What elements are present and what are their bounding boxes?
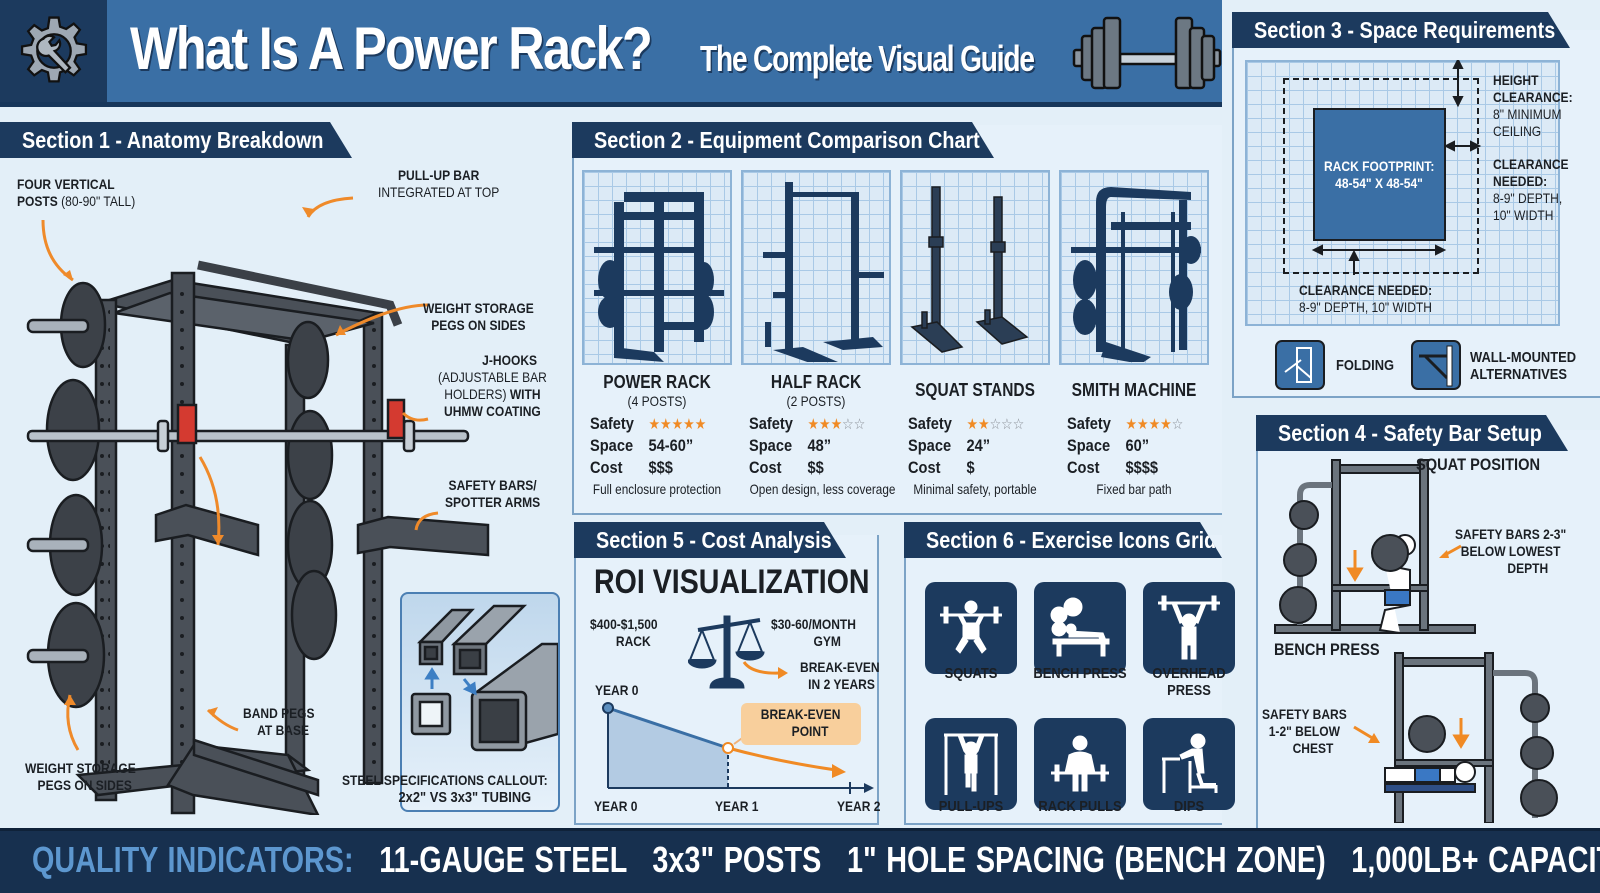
- dimension-arrows: [1311, 60, 1482, 275]
- power-rack-illustration: [26, 196, 490, 815]
- power-rack-card: [582, 170, 732, 365]
- wall-mounted-icon: [1411, 340, 1461, 390]
- squat-stands-icon: [910, 186, 1029, 353]
- label-vertical-posts: FOUR VERTICAL POSTS (80-90" TALL): [17, 176, 136, 209]
- label-weight-storage-bottom: WEIGHT STORAGE PEGS ON SIDES: [25, 760, 136, 793]
- bench-press-icon: [1034, 582, 1126, 674]
- power-rack-icon: [594, 192, 724, 362]
- quality-item: 11-GAUGE STEEL: [379, 839, 627, 880]
- folding-icon: [1275, 340, 1325, 390]
- half-rack-card: [741, 170, 891, 365]
- bench-press-title: BENCH PRESS: [1274, 640, 1380, 659]
- label-band-pegs: BAND PEGS AT BASE: [243, 705, 315, 738]
- overhead-press-icon: [1143, 582, 1235, 674]
- exercise-label-squats: SQUATS: [944, 665, 998, 682]
- squat-safety-illustration: [1274, 459, 1476, 634]
- clearance-boundary: [1283, 78, 1479, 274]
- exercise-label-pull-ups: PULL-UPS: [938, 798, 1004, 815]
- label-pull-up-bar: PULL-UP BAR INTEGRATED AT TOP: [378, 167, 500, 200]
- quality-item: 1" HOLE SPACING (BENCH ZONE): [846, 839, 1326, 880]
- roi-chart: [602, 702, 874, 794]
- exercise-label-bench-press: BENCH PRESS: [1033, 665, 1127, 682]
- y-axis-label: YEAR 0: [595, 682, 639, 698]
- equipment-posts: (2 POSTS): [786, 393, 846, 409]
- logo: [0, 0, 107, 102]
- squat-arrow-icon: [1439, 544, 1462, 558]
- x-tick-year-0: YEAR 0: [594, 798, 638, 814]
- equipment-name: SQUAT STANDS: [915, 380, 1035, 400]
- smith-machine-icon: [1071, 187, 1201, 364]
- folding-label: FOLDING: [1336, 357, 1395, 374]
- rack-cost-label: $400-$1,500 RACK: [590, 616, 658, 649]
- section-5-title: Section 5 - Cost Analysis: [574, 522, 846, 558]
- dips-icon: [1143, 718, 1235, 810]
- exercise-label-overhead-press: OVERHEAD PRESS: [1152, 665, 1226, 699]
- section-2-title: Section 2 - Equipment Comparison Chart: [572, 122, 994, 158]
- equipment-posts: (4 POSTS): [627, 393, 687, 409]
- roi-heading: ROI VISUALIZATION: [594, 563, 870, 601]
- side-clearance-label: CLEARANCE NEEDED: 8-9" DEPTH, 10" WIDTH: [1493, 156, 1569, 223]
- label-safety-bars: SAFETY BARS/ SPOTTER ARMS: [445, 477, 541, 510]
- breakeven-years-label: BREAK-EVEN IN 2 YEARS: [800, 659, 880, 692]
- section-3-title: Section 3 - Space Requirements: [1232, 12, 1570, 48]
- label-j-hooks: J-HOOKS (ADJUSTABLE BAR HOLDERS) WITH UH…: [438, 352, 547, 419]
- squat-position-title: SQUAT POSITION: [1416, 455, 1541, 474]
- equipment-name: HALF RACK: [770, 372, 862, 392]
- section-4-title: Section 4 - Safety Bar Setup: [1256, 415, 1568, 451]
- header-banner: What Is A Power Rack? The Complete Visua…: [0, 0, 1222, 107]
- scale-balance-icon: [688, 615, 765, 689]
- breakeven-point-badge: BREAK-EVEN POINT: [741, 703, 861, 745]
- gear-wrench-icon: [20, 16, 87, 83]
- rack-pull-icon: [1034, 718, 1126, 810]
- gym-cost-label: $30-60/MONTH GYM: [771, 616, 856, 649]
- steel-specifications-callout: [400, 592, 560, 812]
- bench-safety-note: SAFETY BARS 1-2" BELOW CHEST: [1262, 706, 1347, 756]
- quality-item: 1,000LB+ CAPACITY: [1351, 839, 1600, 880]
- height-clearance-label: HEIGHT CLEARANCE: 8" MINIMUM CEILING: [1493, 72, 1573, 139]
- x-tick-year-2: YEAR 2: [837, 798, 881, 814]
- squat-safety-note: SAFETY BARS 2-3" BELOW LOWEST DEPTH: [1455, 526, 1567, 576]
- safety-rating-stars: ★★★★★: [648, 416, 707, 433]
- rack-footprint-box: RACK FOOTPRINT: 48-54" X 48-54": [1313, 108, 1446, 241]
- page-subtitle: The Complete Visual Guide: [700, 38, 1035, 79]
- exercise-label-rack-pulls: RACK PULLS: [1038, 798, 1122, 815]
- label-weight-storage-top: WEIGHT STORAGE PEGS ON SIDES: [423, 300, 534, 333]
- half-rack-icon: [763, 182, 884, 364]
- page-title: What Is A Power Rack?: [130, 15, 653, 82]
- equipment-name: POWER RACK: [603, 372, 711, 392]
- wall-mounted-label: WALL-MOUNTED ALTERNATIVES: [1470, 349, 1577, 383]
- exercise-label-dips: DIPS: [1173, 798, 1205, 815]
- steel-callout-text: STEEL SPECIFICATIONS CALLOUT: 2x2" VS 3x…: [342, 772, 548, 806]
- section-1-title: Section 1 - Anatomy Breakdown: [0, 122, 352, 158]
- bottom-clearance-label: CLEARANCE NEEDED: 8-9" DEPTH, 10" WIDTH: [1299, 282, 1433, 315]
- breakeven-arrow-icon: [742, 661, 788, 679]
- bench-arrow-icon: [1353, 725, 1380, 743]
- dumbbell-icon: [1072, 16, 1222, 90]
- steel-tubing-icon: [410, 604, 560, 752]
- squat-icon: [925, 582, 1017, 674]
- pull-up-icon: [925, 718, 1017, 810]
- bench-safety-illustration: [1384, 652, 1558, 823]
- squat-stands-card: [900, 170, 1050, 365]
- x-tick-year-1: YEAR 1: [715, 798, 759, 814]
- equipment-name: SMITH MACHINE: [1071, 380, 1197, 400]
- quality-indicators-label: QUALITY INDICATORS:: [32, 839, 354, 880]
- quality-item: 3x3" POSTS: [652, 839, 822, 880]
- safety-rating-stars: ★★★★☆: [1125, 416, 1184, 433]
- smith-machine-card: [1059, 170, 1209, 365]
- quality-indicators-footer: QUALITY INDICATORS: 11-GAUGE STEEL 3x3" …: [0, 828, 1600, 893]
- safety-rating-stars: ★★★☆☆: [807, 416, 866, 433]
- safety-rating-stars: ★★☆☆☆: [966, 416, 1025, 433]
- section-6-title: Section 6 - Exercise Icons Grid: [904, 522, 1222, 558]
